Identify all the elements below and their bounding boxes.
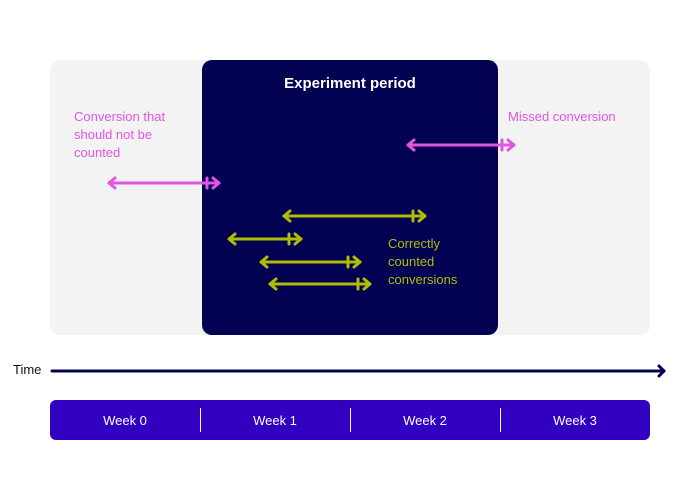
arrow-missed-conversion — [406, 138, 516, 152]
week-1: Week 1 — [200, 400, 350, 440]
arrow-correct-3 — [259, 255, 362, 269]
label-not-counted: Conversion that should not be counted — [74, 109, 166, 160]
week-0: Week 0 — [103, 412, 147, 428]
experiment-period-title: Experiment period — [284, 75, 416, 92]
time-axis-arrow — [50, 364, 666, 378]
arrow-correct-4 — [268, 277, 372, 291]
arrow-correct-1 — [282, 209, 427, 223]
weeks-bar: Week 0 Week 1 Week 2 Week 3 — [50, 400, 650, 440]
experiment-period-panel — [202, 60, 498, 335]
arrow-not-counted — [107, 176, 221, 190]
time-axis-label: Time — [13, 362, 42, 377]
week-2: Week 2 — [350, 400, 500, 440]
label-missed-conversion: Missed conversion — [508, 109, 616, 124]
label-correctly-counted: Correctly counted conversions — [388, 236, 458, 287]
week-3: Week 3 — [500, 400, 650, 440]
arrow-correct-2 — [227, 232, 303, 246]
